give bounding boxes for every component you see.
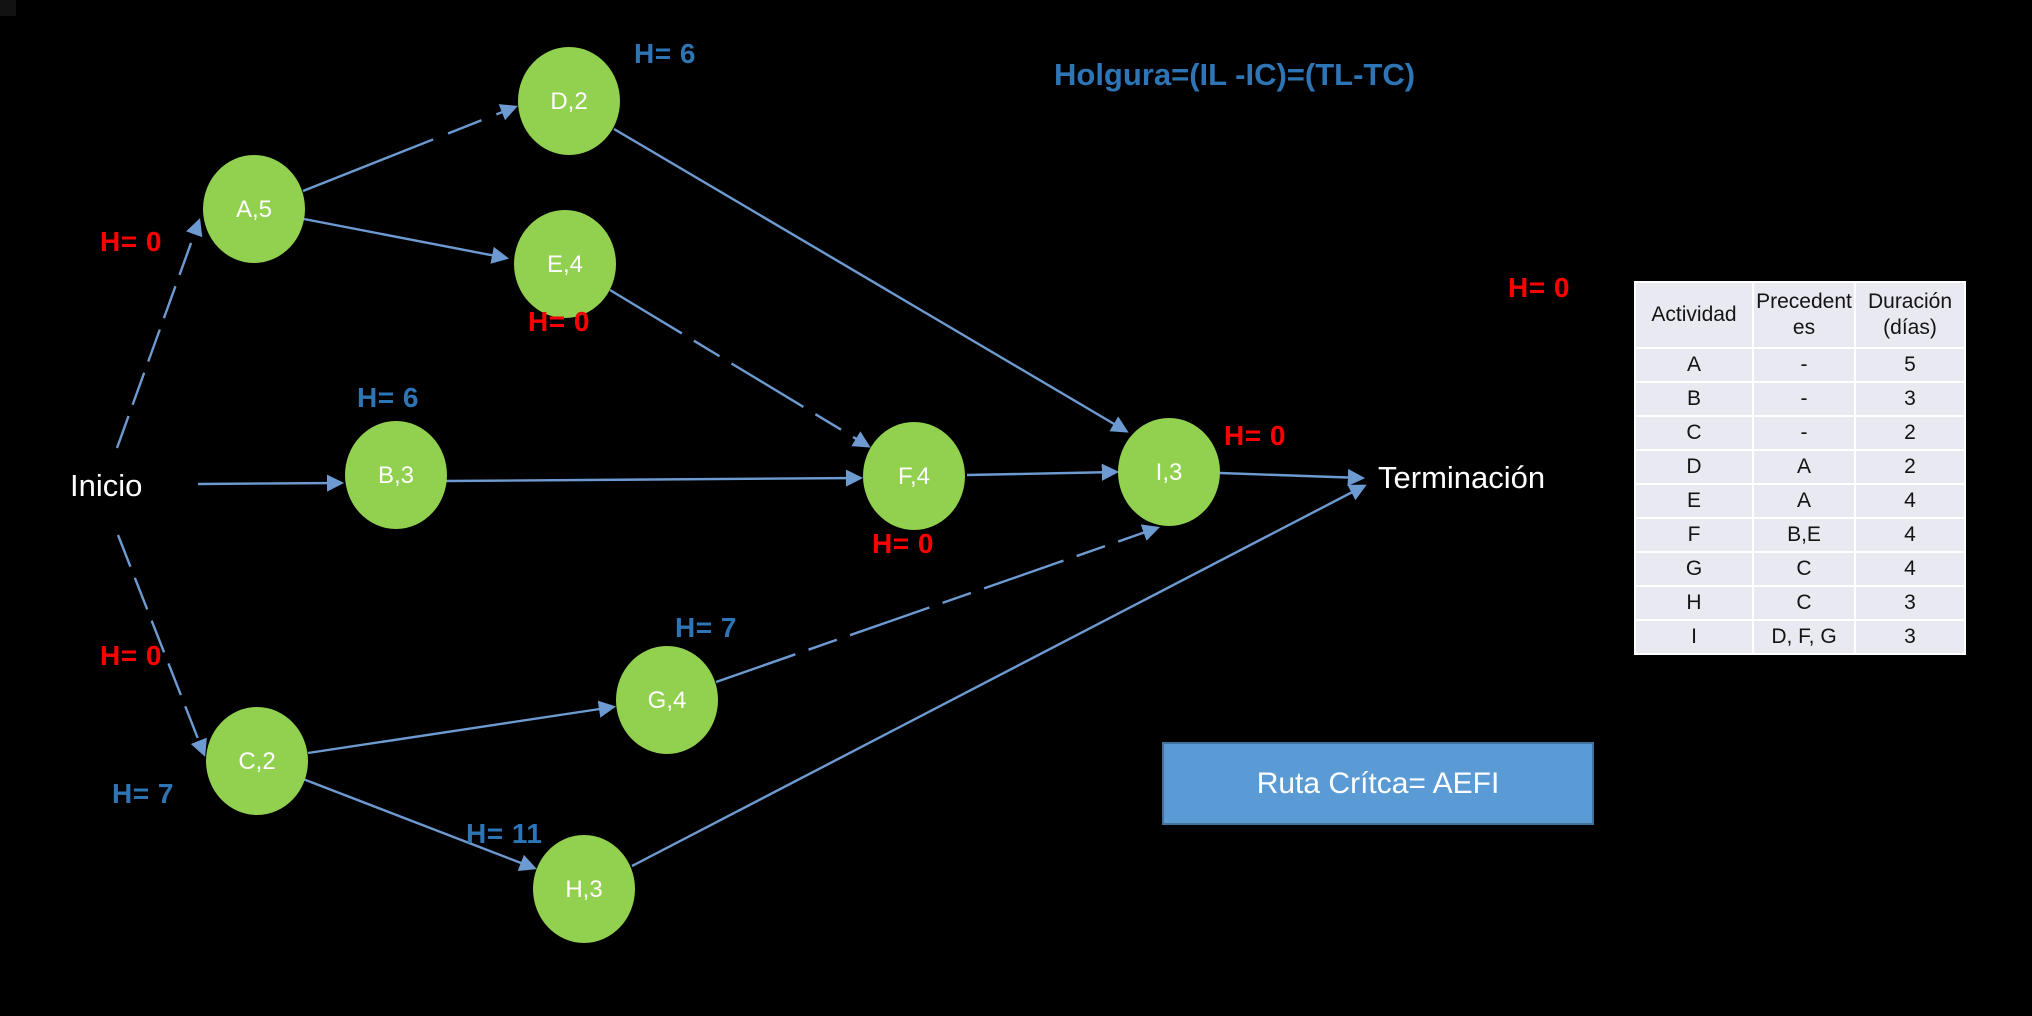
cell-actividad: A bbox=[1636, 349, 1752, 381]
table-row: D A 2 bbox=[1636, 451, 1964, 483]
cell-duracion: 5 bbox=[1856, 349, 1964, 381]
cell-actividad: D bbox=[1636, 451, 1752, 483]
activity-table-container: Actividad Precedentes Duración (días) A … bbox=[1634, 281, 1966, 655]
edge-a-e bbox=[303, 217, 510, 264]
cell-actividad: B bbox=[1636, 383, 1752, 415]
table-row: E A 4 bbox=[1636, 485, 1964, 517]
cell-actividad: I bbox=[1636, 621, 1752, 653]
edge-h-terminacion bbox=[631, 484, 1367, 868]
slack-label-inicio-c: H= 0 bbox=[100, 640, 162, 671]
slack-label-i: H= 0 bbox=[1224, 420, 1286, 451]
header-duracion: Duración (días) bbox=[1856, 283, 1964, 347]
header-actividad: Actividad bbox=[1636, 283, 1752, 347]
node-i-label: I,3 bbox=[1156, 459, 1183, 486]
cell-actividad: E bbox=[1636, 485, 1752, 517]
cell-duracion: 4 bbox=[1856, 519, 1964, 551]
node-e: E,4 bbox=[514, 210, 616, 318]
slack-label-inicio-a: H= 0 bbox=[100, 226, 162, 257]
cell-actividad: G bbox=[1636, 553, 1752, 585]
node-f-label: F,4 bbox=[898, 463, 930, 490]
table-row: A - 5 bbox=[1636, 349, 1964, 381]
node-d-label: D,2 bbox=[550, 88, 587, 115]
cell-duracion: 2 bbox=[1856, 451, 1964, 483]
cell-precedentes: A bbox=[1754, 485, 1854, 517]
cell-precedentes: - bbox=[1754, 349, 1854, 381]
table-row: H C 3 bbox=[1636, 587, 1964, 619]
node-a-label: A,5 bbox=[236, 196, 272, 223]
table-row: I D, F, G 3 bbox=[1636, 621, 1964, 653]
cell-precedentes: A bbox=[1754, 451, 1854, 483]
cell-precedentes: C bbox=[1754, 553, 1854, 585]
node-g: G,4 bbox=[616, 646, 718, 754]
table-row: F B,E 4 bbox=[1636, 519, 1964, 551]
edge-c-g bbox=[307, 700, 617, 755]
cell-precedentes: - bbox=[1754, 383, 1854, 415]
node-c-label: C,2 bbox=[238, 748, 275, 775]
node-i: I,3 bbox=[1118, 418, 1220, 526]
cell-duracion: 3 bbox=[1856, 621, 1964, 653]
edge-f-i bbox=[966, 463, 1120, 481]
cell-precedentes: B,E bbox=[1754, 519, 1854, 551]
critical-path-box: Ruta Crítca= AEFI bbox=[1162, 742, 1594, 825]
cell-duracion: 4 bbox=[1856, 485, 1964, 517]
edge-a-d bbox=[302, 104, 518, 193]
cell-duracion: 4 bbox=[1856, 553, 1964, 585]
node-a: A,5 bbox=[203, 155, 305, 263]
slack-label-e: H= 0 bbox=[528, 306, 590, 337]
cell-actividad: C bbox=[1636, 417, 1752, 449]
node-c: C,2 bbox=[206, 707, 308, 815]
node-e-label: E,4 bbox=[547, 251, 583, 278]
table-row: G C 4 bbox=[1636, 553, 1964, 585]
edge-c-h bbox=[302, 777, 537, 871]
node-b: B,3 bbox=[345, 421, 447, 529]
node-f: F,4 bbox=[863, 422, 965, 530]
header-precedentes: Precedentes bbox=[1754, 283, 1854, 347]
node-d: D,2 bbox=[518, 47, 620, 155]
edge-i-terminacion bbox=[1219, 468, 1366, 487]
slack-label-g: H= 7 bbox=[675, 612, 737, 643]
cell-duracion: 3 bbox=[1856, 587, 1964, 619]
edge-d-i bbox=[613, 127, 1129, 433]
end-label: Terminación bbox=[1378, 460, 1546, 495]
table-header-row: Actividad Precedentes Duración (días) bbox=[1636, 283, 1964, 347]
slack-label-table: H= 0 bbox=[1508, 272, 1570, 303]
slack-label-b: H= 6 bbox=[357, 382, 419, 413]
node-h: H,3 bbox=[533, 835, 635, 943]
cell-actividad: H bbox=[1636, 587, 1752, 619]
node-b-label: B,3 bbox=[378, 462, 414, 489]
slack-label-h: H= 11 bbox=[466, 818, 543, 849]
cell-precedentes: - bbox=[1754, 417, 1854, 449]
critical-path-label: Ruta Crítca= AEFI bbox=[1256, 766, 1500, 800]
corner-artifact-square bbox=[0, 0, 16, 16]
node-g-label: G,4 bbox=[648, 687, 687, 714]
edge-g-i bbox=[715, 524, 1160, 684]
cell-actividad: F bbox=[1636, 519, 1752, 551]
edge-inicio-b bbox=[197, 474, 345, 492]
slack-label-d: H= 6 bbox=[634, 38, 696, 69]
start-label: Inicio bbox=[70, 468, 143, 503]
cell-duracion: 2 bbox=[1856, 417, 1964, 449]
edge-e-f bbox=[609, 288, 871, 448]
cell-precedentes: C bbox=[1754, 587, 1854, 619]
edge-inicio-a bbox=[115, 218, 203, 449]
slack-label-c: H= 7 bbox=[112, 778, 174, 809]
edge-b-f bbox=[444, 469, 864, 487]
activity-table: Actividad Precedentes Duración (días) A … bbox=[1634, 281, 1966, 655]
cell-precedentes: D, F, G bbox=[1754, 621, 1854, 653]
formula-title: Holgura=(IL -IC)=(TL-TC) bbox=[1054, 57, 1416, 92]
table-row: B - 3 bbox=[1636, 383, 1964, 415]
slack-label-f: H= 0 bbox=[872, 528, 934, 559]
edge-inicio-c bbox=[116, 534, 207, 757]
table-row: C - 2 bbox=[1636, 417, 1964, 449]
node-h-label: H,3 bbox=[565, 876, 602, 903]
cell-duracion: 3 bbox=[1856, 383, 1964, 415]
